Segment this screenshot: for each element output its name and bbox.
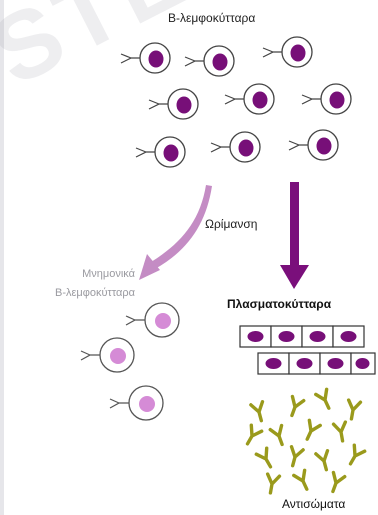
b-cell — [184, 45, 235, 77]
b-cell — [288, 129, 339, 161]
antibody — [249, 400, 265, 423]
b-cell — [148, 88, 199, 120]
antibody — [254, 446, 273, 469]
plasma-cell — [257, 352, 290, 375]
plasma-cell — [301, 325, 334, 348]
memory-cells-label: Μνημονικά Β-λεμφοκύτταρα — [55, 265, 135, 303]
antibody — [305, 418, 322, 441]
plasma-cell — [332, 325, 365, 348]
antibody — [348, 443, 367, 466]
b-cell — [135, 136, 186, 168]
plasma-cells-label: Πλασματοκύτταρα — [227, 297, 332, 311]
antibody-group — [245, 387, 367, 495]
antibody — [290, 394, 306, 418]
memory-cell — [109, 385, 164, 421]
memory-cells-label-line1: Μνημονικά — [82, 268, 136, 280]
memory-arrow — [139, 185, 212, 280]
antibody — [245, 423, 264, 446]
plasma-cell — [350, 352, 376, 375]
antibody — [265, 472, 282, 495]
antibody — [268, 423, 284, 447]
b-cell — [301, 83, 352, 115]
plasma-cell — [270, 325, 303, 348]
antibody — [314, 449, 330, 472]
memory-cell — [80, 337, 135, 373]
b-cell — [262, 36, 313, 68]
b-cell-cluster — [120, 36, 352, 168]
memory-cells-label-line2: Β-λεμφοκύτταρα — [55, 287, 136, 299]
memory-cell-group — [80, 302, 180, 421]
b-cell — [224, 83, 275, 115]
plasma-cell — [288, 352, 321, 375]
antibody — [292, 468, 309, 491]
maturation-label: Ωρίμανση — [205, 217, 258, 231]
plasma-cell — [319, 352, 352, 375]
b-cell — [210, 131, 261, 163]
plasma-cell — [239, 325, 272, 348]
antibody — [289, 445, 305, 468]
maturation-arrow — [280, 182, 309, 289]
left-edge-strip — [0, 0, 4, 515]
b-cell — [120, 42, 171, 74]
antibody — [331, 420, 348, 443]
plasma-cell-group — [239, 325, 376, 375]
memory-cell — [125, 302, 180, 338]
antibody — [314, 387, 331, 410]
antibody — [346, 398, 363, 421]
b-cells-label: Β-λεμφοκύτταρα — [168, 11, 256, 25]
antibodies-label: Αντισώματα — [282, 497, 346, 511]
antibody — [331, 470, 347, 494]
